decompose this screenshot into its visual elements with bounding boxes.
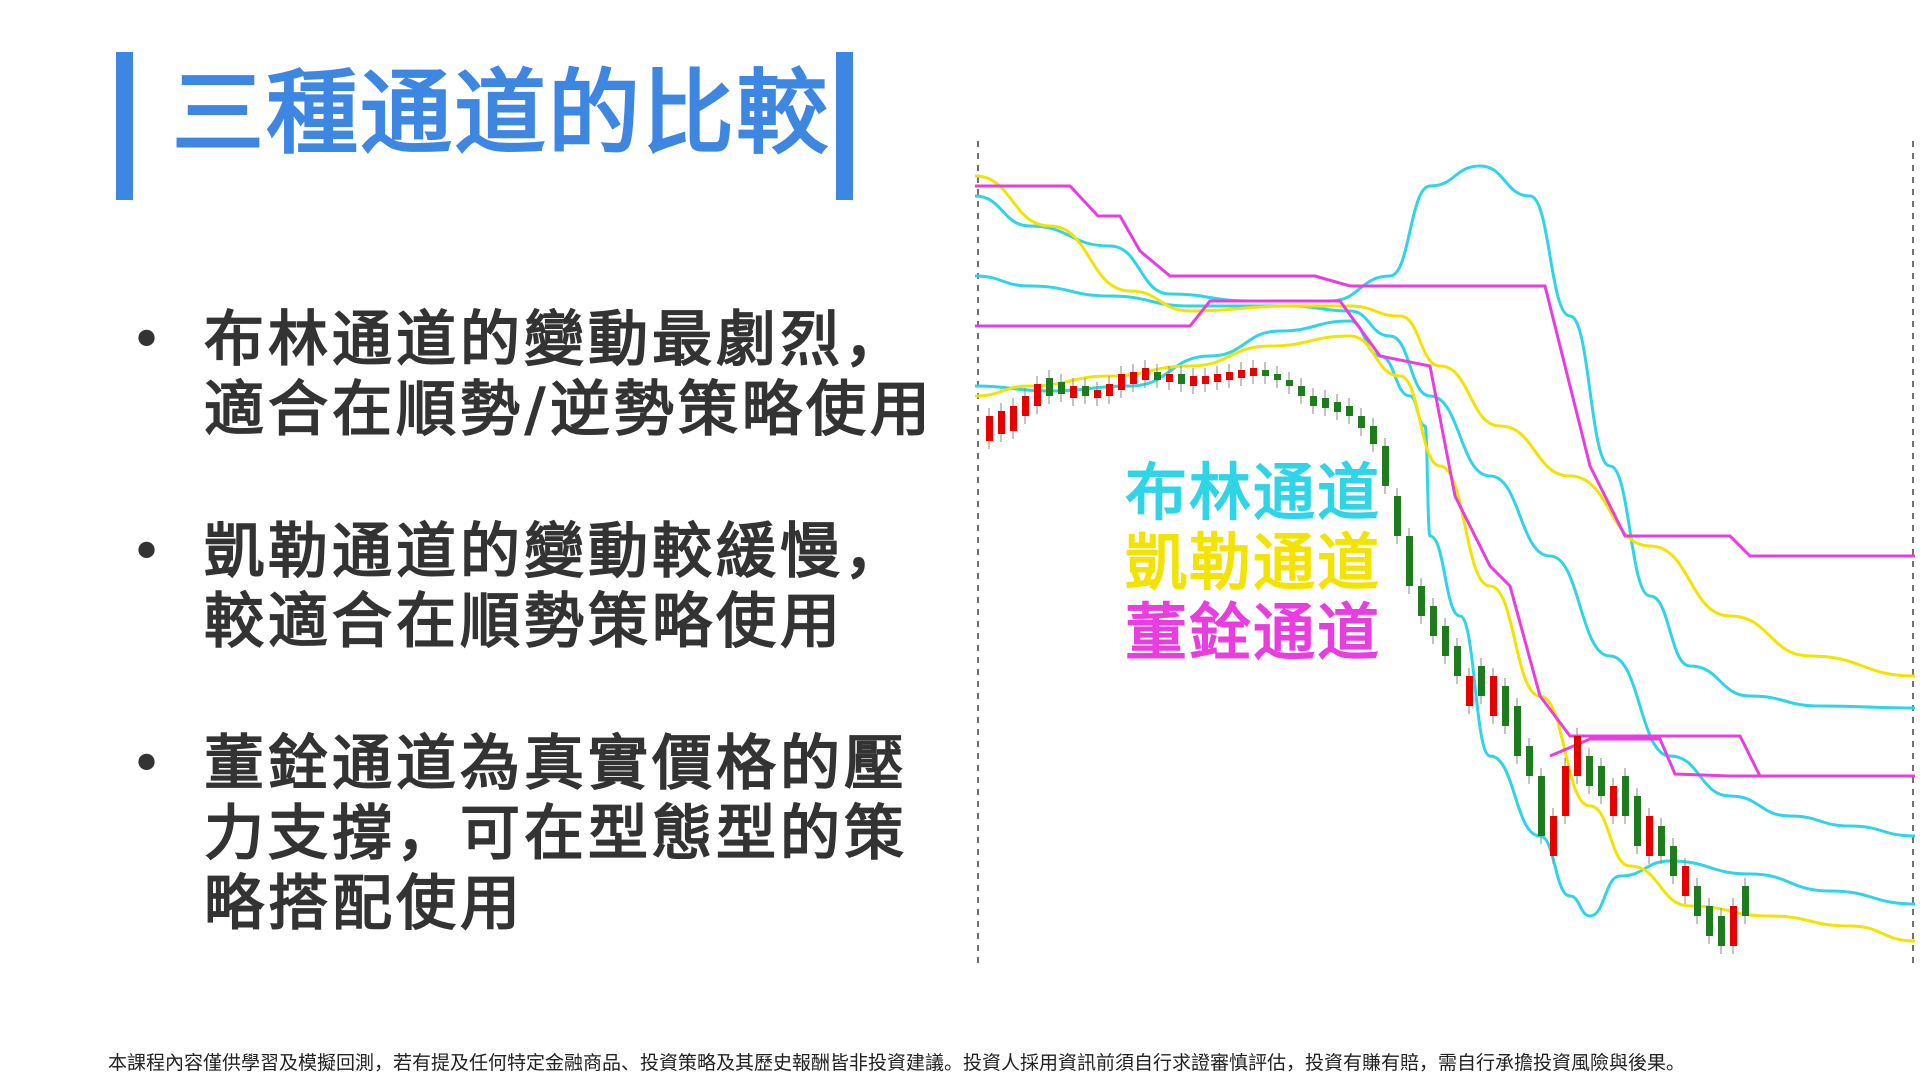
bullet-line: 凱勒通道的變動較緩慢， xyxy=(204,517,908,587)
candle-body xyxy=(1214,374,1221,382)
candle-body xyxy=(1682,866,1689,896)
candle-body xyxy=(1478,666,1485,696)
candle-body xyxy=(1334,402,1341,412)
legend-donchian: 董銓通道 xyxy=(1125,596,1382,669)
candle-body xyxy=(1022,396,1029,416)
bullet-line: 董銓通道為真實價格的壓 xyxy=(204,729,908,799)
chart-canvas xyxy=(974,141,1916,966)
candle-body xyxy=(1322,398,1329,408)
candle-body xyxy=(1262,370,1269,376)
candle-body xyxy=(1274,374,1281,380)
candle-body xyxy=(1658,826,1665,856)
candle-body xyxy=(1190,376,1197,386)
candle-body xyxy=(1538,776,1545,836)
bullet-item: • 凱勒通道的變動較緩慢， 較適合在順勢策略使用 xyxy=(130,517,950,657)
candle-body xyxy=(1706,906,1713,936)
candle-body xyxy=(1550,816,1557,856)
candle-body xyxy=(1406,536,1413,586)
candle-body xyxy=(1454,646,1461,676)
candle-body xyxy=(1382,446,1389,486)
candle-body xyxy=(1010,406,1017,431)
candle-body xyxy=(1598,766,1605,796)
bollinger-upper-band xyxy=(974,164,1916,710)
legend-keltner: 凱勒通道 xyxy=(1125,526,1382,599)
bollinger-lower-band xyxy=(974,319,1916,918)
candle-body xyxy=(1442,626,1449,656)
bullet-item: • 董銓通道為真實價格的壓 力支撐，可在型態型的策 略搭配使用 xyxy=(130,729,950,939)
candle-body xyxy=(1718,916,1725,946)
candle-body xyxy=(1370,426,1377,444)
keltner-upper-band xyxy=(974,174,1916,678)
candle-body xyxy=(1058,382,1065,394)
candle-body xyxy=(1130,372,1137,384)
candle-body xyxy=(1178,374,1185,384)
candle-body xyxy=(1586,756,1593,786)
bollinger-middle-band xyxy=(974,274,1916,838)
candle-body xyxy=(1034,384,1041,406)
candle-body xyxy=(1346,406,1353,416)
candle-body xyxy=(1238,370,1245,378)
bullet-dot: • xyxy=(130,308,164,373)
candle-body xyxy=(1490,676,1497,716)
candle-body xyxy=(1430,606,1437,636)
bullet-line: 適合在順勢/逆勢策略使用 xyxy=(204,375,934,445)
donchian-lower-band xyxy=(975,299,1915,778)
candle-body xyxy=(1466,676,1473,706)
candle-body xyxy=(1118,374,1125,390)
donchian-upper-band xyxy=(975,184,1915,558)
candle-body xyxy=(986,416,993,441)
candle-body xyxy=(1202,376,1209,384)
bullet-line: 力支撐，可在型態型的策 xyxy=(204,799,908,869)
candle-body xyxy=(998,411,1005,434)
donchian-floor-line xyxy=(1549,737,1915,778)
candle-body xyxy=(1358,416,1365,428)
channel-comparison-chart xyxy=(970,136,1920,966)
legend-bollinger: 布林通道 xyxy=(1125,456,1382,529)
candle-body xyxy=(1622,776,1629,816)
candle-body xyxy=(1142,368,1149,380)
bullet-line: 布林通道的變動最劇烈， xyxy=(204,305,908,375)
candle-body xyxy=(1526,746,1533,776)
bullet-line: 略搭配使用 xyxy=(204,869,524,939)
bullet-dot: • xyxy=(130,520,164,585)
candle-body xyxy=(1742,886,1749,916)
candle-body xyxy=(1094,390,1101,398)
candle-body xyxy=(1646,816,1653,856)
candle-body xyxy=(1226,372,1233,380)
candle-body xyxy=(1166,374,1173,382)
candle-body xyxy=(1298,386,1305,396)
candle-body xyxy=(1634,796,1641,846)
candle-body xyxy=(1730,906,1737,946)
bullet-dot: • xyxy=(130,732,164,797)
candle-body xyxy=(1670,846,1677,876)
candle-body xyxy=(1562,766,1569,816)
bullet-line: 較適合在順勢策略使用 xyxy=(204,587,844,657)
candle-body xyxy=(1070,386,1077,398)
title-accent-bar-right xyxy=(836,52,853,200)
chart-legend: 布林通道 凱勒通道 董銓通道 xyxy=(1125,458,1381,668)
candle-body xyxy=(1418,586,1425,616)
candle-body xyxy=(1394,496,1401,536)
candle-body xyxy=(1154,372,1161,380)
candle-body xyxy=(1610,786,1617,816)
disclaimer-footer: 本課程內容僅供學習及模擬回測，若有提及任何特定金融商品、投資策略及其歷史報酬皆非… xyxy=(108,1052,1686,1074)
candle-body xyxy=(1574,736,1581,776)
candle-body xyxy=(1694,886,1701,916)
bullet-item: • 布林通道的變動最劇烈， 適合在順勢/逆勢策略使用 xyxy=(130,305,950,445)
candle-body xyxy=(1286,380,1293,386)
candle-body xyxy=(1250,368,1257,376)
bullet-list: • 布林通道的變動最劇烈， 適合在順勢/逆勢策略使用 • 凱勒通道的變動較緩慢，… xyxy=(130,305,950,1011)
title-accent-bar-left xyxy=(116,52,133,200)
candle-body xyxy=(1502,686,1509,726)
candle-body xyxy=(1082,386,1089,396)
candle-body xyxy=(1310,396,1317,406)
candle-body xyxy=(1106,384,1113,396)
candle-body xyxy=(1046,378,1053,396)
slide-title: 三種通道的比較 xyxy=(172,60,831,167)
candle-body xyxy=(1514,706,1521,756)
